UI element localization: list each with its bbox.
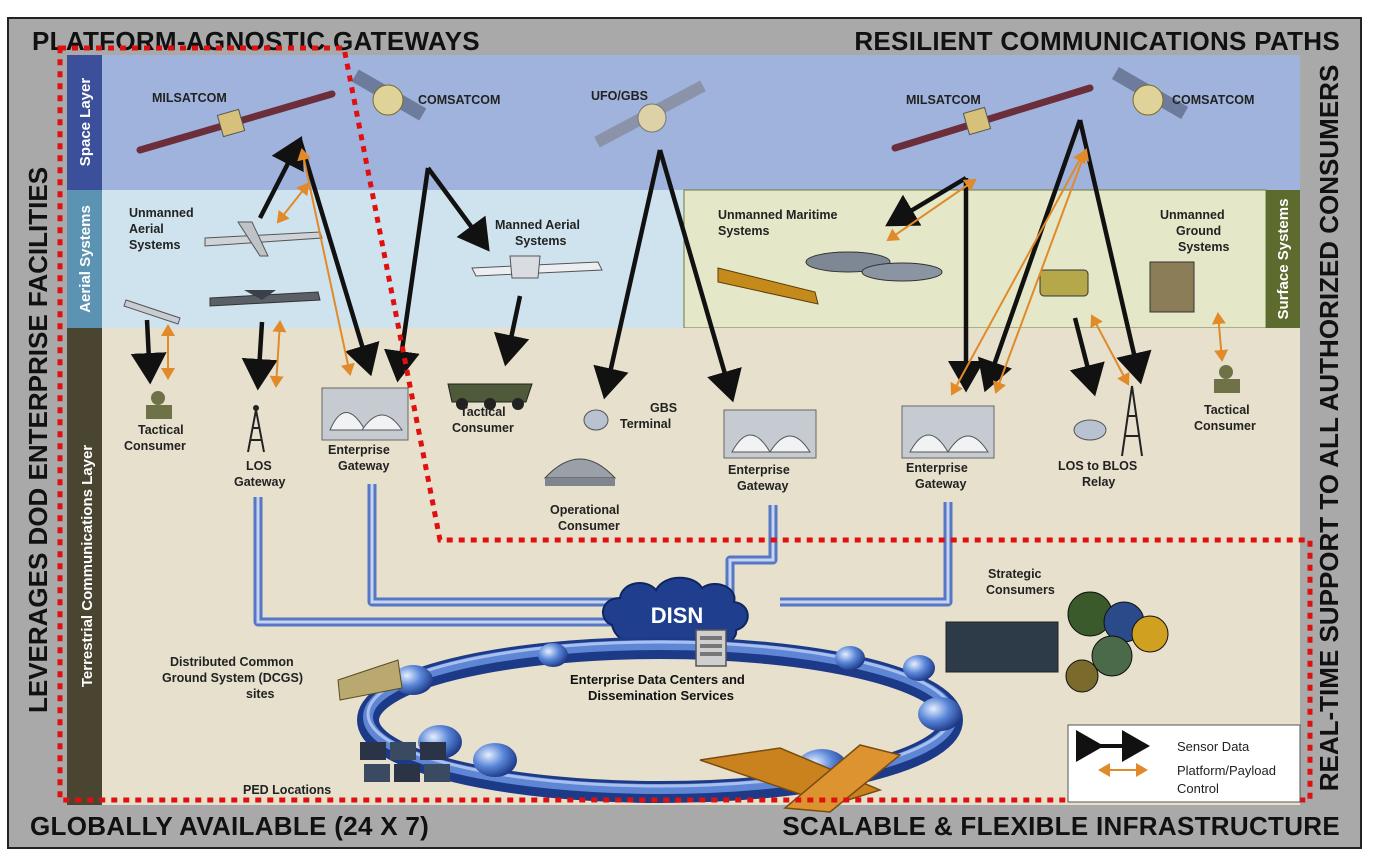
space-layer-label: Space Layer [77, 78, 94, 167]
banner-left-side: LEVERAGES DOD ENTERPRISE FACILITIES [23, 167, 53, 713]
relay-tower-icon [1073, 385, 1143, 457]
label-tactical3-2: Consumer [1194, 419, 1256, 433]
label-strategic-2: Consumers [986, 583, 1055, 597]
satellite-milsatcom-right-icon [891, 84, 1094, 152]
disn-label: DISN [651, 603, 704, 628]
platform-control-arrows [161, 148, 1229, 396]
label-relay-2: Relay [1082, 475, 1115, 489]
label-tactical2-1: Tactical [460, 405, 506, 419]
aerial-layer-label: Aerial Systems [77, 205, 94, 313]
label-dcgs-1: Distributed Common [170, 655, 294, 669]
label-eg1-2: Gateway [338, 459, 389, 473]
surface-layer-tab [1266, 190, 1300, 328]
banner-top-left: PLATFORM-AGNOSTIC GATEWAYS [32, 26, 480, 56]
aerial-layer-tab [67, 190, 102, 328]
label-eg1-1: Enterprise [328, 443, 390, 457]
label-eg3-1: Enterprise [906, 461, 968, 475]
strategic-consumers-icon [945, 591, 1169, 693]
label-comsatcom-right: COMSATCOM [1172, 93, 1254, 107]
satellite-milsatcom-left-icon [136, 90, 336, 154]
legend-platform-label-2: Control [1177, 781, 1219, 796]
label-unmanned-aerial-3: Systems [129, 238, 180, 252]
label-manned-aerial-2: Systems [515, 234, 566, 248]
terrestrial-layer-tab [67, 328, 102, 805]
label-ped: PED Locations [243, 783, 331, 797]
enterprise-gateway-2-icon [723, 409, 817, 459]
banner-bottom-right: SCALABLE & FLEXIBLE INFRASTRUCTURE [782, 811, 1340, 841]
server-icon [695, 629, 727, 667]
banner-right-side: REAL-TIME SUPPORT TO ALL AUTHORIZED CONS… [1314, 65, 1344, 792]
label-comsatcom-left: COMSATCOM [418, 93, 500, 107]
operational-hangar-icon [543, 458, 617, 486]
banner-top-right: RESILIENT COMMUNICATIONS PATHS [854, 26, 1340, 56]
label-opcons-2: Consumer [558, 519, 620, 533]
label-unmanned-ground-3: Systems [1178, 240, 1229, 254]
label-opcons-1: Operational [550, 503, 619, 517]
label-eg3-2: Gateway [915, 477, 966, 491]
label-unmanned-aerial-2: Aerial [129, 222, 164, 236]
label-dcgs-2: Ground System (DCGS) [162, 671, 303, 685]
satellite-comsatcom-left-icon [351, 69, 427, 121]
label-dcgs-3: sites [246, 687, 275, 701]
label-ufo-gbs: UFO/GBS [591, 89, 648, 103]
enterprise-gateway-3-icon [901, 405, 995, 459]
label-los-2: Gateway [234, 475, 285, 489]
label-los-1: LOS [246, 459, 272, 473]
label-tactical1-1: Tactical [138, 423, 184, 437]
label-gbs-2: Terminal [620, 417, 671, 431]
armored-vehicle-icon [447, 383, 533, 410]
gbs-terminal-icon [583, 409, 609, 431]
manned-aircraft-icon [471, 255, 603, 279]
space-layer-tab [67, 55, 102, 190]
legend-sensor-label: Sensor Data [1177, 739, 1250, 754]
maritime-vehicles-icon [717, 251, 943, 305]
label-gbs-1: GBS [650, 401, 677, 415]
label-unmanned-ground-2: Ground [1176, 224, 1221, 238]
label-unmanned-maritime-2: Systems [718, 224, 769, 238]
orange-pipe [699, 744, 902, 813]
satellite-comsatcom-right-icon [1111, 66, 1189, 120]
label-unmanned-maritime-1: Unmanned Maritime [718, 208, 838, 222]
label-unmanned-ground-1: Unmanned [1160, 208, 1225, 222]
banner-bottom-left: GLOBALLY AVAILABLE (24 X 7) [30, 811, 429, 841]
terrestrial-layer-label: Terrestrial Communications Layer [79, 445, 96, 687]
label-strategic-1: Strategic [988, 567, 1042, 581]
label-eg2-2: Gateway [737, 479, 788, 493]
label-edc-1: Enterprise Data Centers and [570, 672, 745, 687]
uav-icon [123, 221, 323, 325]
label-milsatcom-right: MILSATCOM [906, 93, 981, 107]
label-edc-2: Dissemination Services [588, 688, 734, 703]
soldier-icon-right [1214, 365, 1240, 393]
label-manned-aerial-1: Manned Aerial [495, 218, 580, 232]
dcgs-site-icon [337, 659, 403, 701]
aerial-layer-band [67, 190, 684, 328]
label-tactical2-2: Consumer [452, 421, 514, 435]
legend: Sensor Data Platform/Payload Control [1067, 724, 1301, 803]
satellite-ufo-gbs-icon [594, 80, 706, 148]
label-tactical3-1: Tactical [1204, 403, 1250, 417]
legend-platform-label-1: Platform/Payload [1177, 763, 1276, 778]
los-tower-icon [247, 405, 265, 453]
label-relay-1: LOS to BLOS [1058, 459, 1137, 473]
label-eg2-1: Enterprise [728, 463, 790, 477]
surface-layer-label: Surface Systems [1275, 199, 1292, 320]
ped-screens-icon [360, 742, 450, 782]
enterprise-gateway-1-icon [321, 387, 409, 441]
label-milsatcom-left: MILSATCOM [152, 91, 227, 105]
label-unmanned-aerial-1: Unmanned [129, 206, 194, 220]
label-tactical1-2: Consumer [124, 439, 186, 453]
soldier-icon [146, 391, 172, 419]
